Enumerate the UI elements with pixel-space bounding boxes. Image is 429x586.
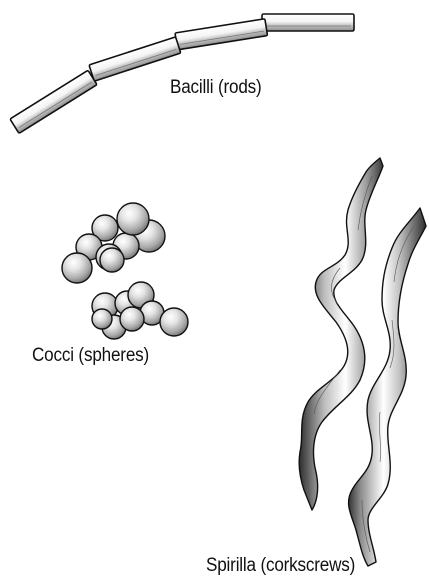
spirilla-label: Spirilla (corkscrews) [206,555,355,577]
cocci-label: Cocci (spheres) [32,345,149,367]
bacillus-rod [10,70,97,133]
coccus [62,253,92,283]
cocci-cluster-upper [62,203,165,283]
coccus [100,248,124,272]
coccus [160,308,188,336]
cocci-cluster-lower [92,282,188,339]
bacillus-rod [262,14,354,31]
coccus [117,203,149,235]
spirillum-left [299,158,383,510]
coccus [120,307,144,331]
bacillus-rod [89,37,181,81]
coccus [92,309,112,329]
bacilli-label: Bacilli (rods) [170,77,262,99]
bacillus-rod [175,19,268,50]
bacilli-chain [10,14,354,133]
